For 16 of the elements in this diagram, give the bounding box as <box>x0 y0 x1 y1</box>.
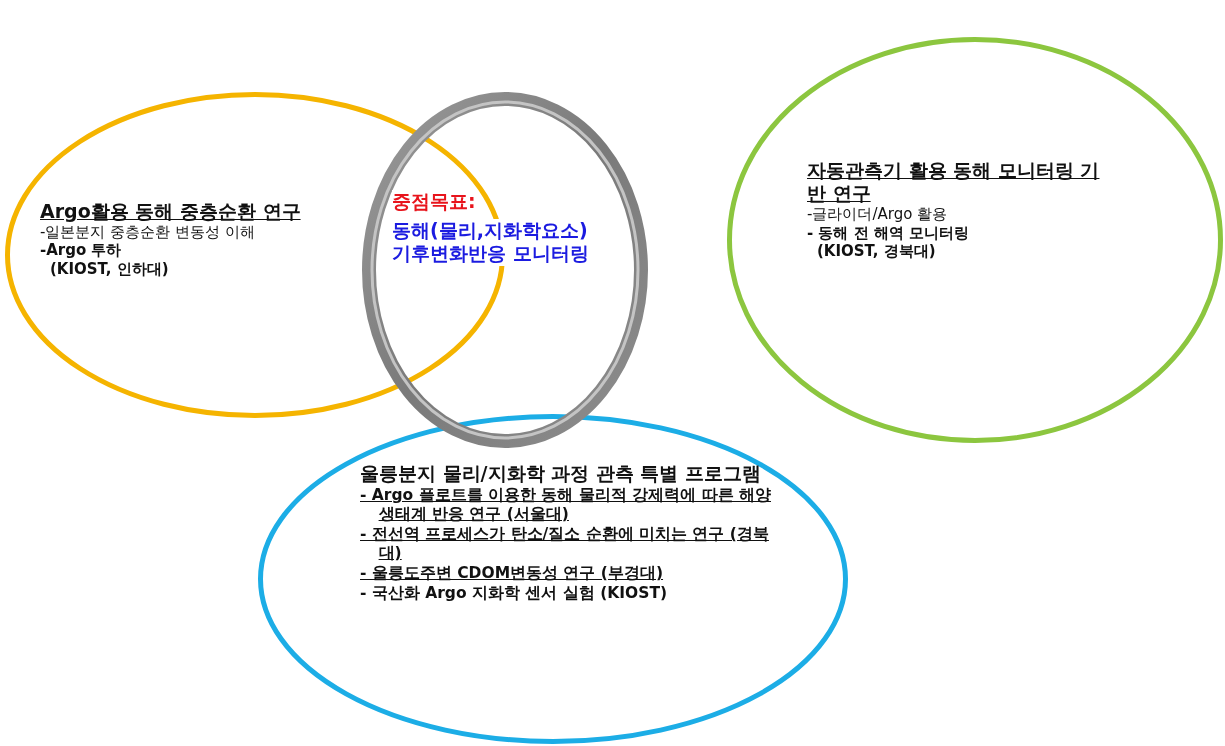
bullet-text: -글라이더/Argo 활용 <box>807 205 949 224</box>
goal-text: 동해(물리,지화학요소) <box>392 219 588 243</box>
bullet-text: -Argo 투하 <box>40 241 123 260</box>
goal-text: 중점목표: <box>392 190 476 214</box>
heading-text: Argo활용 동해 중층순환 연구 <box>40 200 302 224</box>
bullet-text: - 국산화 Argo 지화학 센서 실험 (KIOST) <box>360 583 669 603</box>
goal-text: 기후변화반응 모니터링 <box>392 242 589 266</box>
bullet-text: (KIOST, 경북대) <box>817 241 937 261</box>
bullet-text: - 울릉도주변 CDOM변동성 연구 (부경대) <box>360 563 665 583</box>
bullet-text: - 전선역 프로세스가 탄소/질소 순환에 미치는 연구 (경북대) <box>360 525 770 563</box>
bullet-text: - Argo 플로트를 이용한 동해 물리적 강제력에 따른 해양 생태계 반응 연구 (서울대) <box>360 486 772 524</box>
bullet-text: (KIOST, 인하대) <box>50 259 170 279</box>
bullet-text: -일본분지 중층순환 변동성 이해 <box>40 223 256 242</box>
heading-text: 자동관측기 활용 동해 모니터링 기반 연구 <box>807 159 1101 206</box>
bullet-text: - 동해 전 해역 모니터링 <box>807 223 971 242</box>
heading-text: 울릉분지 물리/지화학 과정 관측 특별 프로그램 <box>360 462 762 486</box>
